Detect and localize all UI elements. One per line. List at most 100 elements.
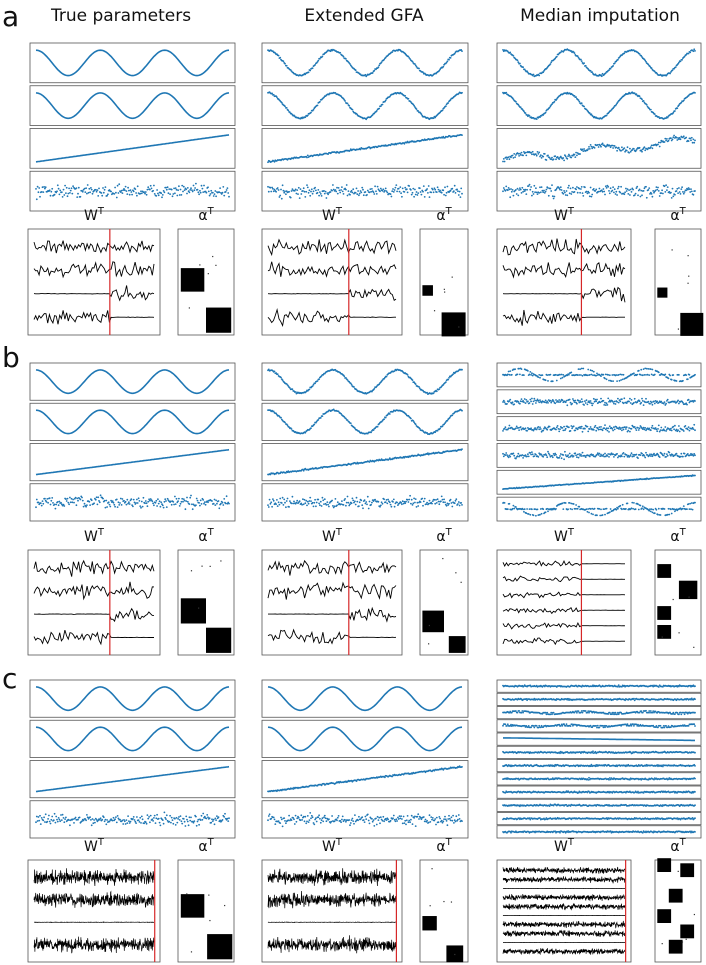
factor-b-0-3-point (76, 497, 79, 500)
alpha-label-b-0-sup: T (207, 527, 215, 538)
factor-a-0-3-point (53, 193, 56, 196)
factor-b-0-3-point (75, 504, 78, 507)
factor-a-1-3-point (339, 191, 342, 194)
factor-b-2-5-point (568, 502, 571, 504)
factor-a-2-2-point (620, 149, 622, 152)
alpha-b-2-block (657, 625, 672, 639)
factor-a-0-3-point (90, 187, 92, 189)
factor-b-2-1-point (588, 401, 591, 404)
factor-a-1-3-point (293, 189, 296, 192)
factor-b-2-0-point (587, 368, 590, 371)
factor-b-2-1-point (543, 401, 546, 404)
factor-b-0-3-point (174, 503, 177, 505)
factor-a-2-3-point (543, 189, 545, 192)
loadings-b-0-row (33, 559, 155, 577)
factor-a-0-3-point (207, 186, 209, 189)
factor-a-2-2-point (558, 158, 561, 161)
factor-b-1-1-point (451, 414, 454, 417)
factor-a-2-3-point (521, 186, 524, 189)
factor-b-2-0-point (619, 373, 622, 376)
factor-a-2-2-point (649, 146, 652, 149)
loadings-a-0-row (33, 240, 155, 254)
factor-b-2-5-point (569, 508, 572, 510)
factor-b-2-1-point (537, 399, 540, 402)
factor-b-2-5-point (542, 508, 545, 511)
factor-b-2-5-point (617, 507, 619, 510)
factor-b-2-2-point (587, 430, 590, 433)
factor-a-0-3-point (35, 198, 38, 201)
factor-a-0-3-point (185, 188, 188, 191)
factor-b-1-3-point (319, 504, 321, 507)
factor-b-1-3-point (267, 504, 269, 506)
alpha-a-1-block (441, 312, 466, 337)
factor-a-0-3-point (88, 187, 91, 190)
factor-a-2-0-point (649, 65, 651, 68)
factor-a-2-2-point (568, 153, 570, 156)
factor-a-1-3-point (319, 193, 322, 195)
factor-a-1-0-point (354, 69, 357, 72)
factor-a-2-3-point (547, 187, 549, 189)
factor-b-2-1-point (555, 399, 557, 401)
factor-b-2-3-point (613, 456, 615, 458)
factor-a-2-3-point (516, 187, 519, 190)
factor-a-1-1-point (384, 99, 387, 102)
factor-a-2-3-point (642, 190, 645, 192)
factor-b-1-3-point (336, 501, 339, 504)
factor-b-0-3-point (170, 500, 172, 503)
alpha-b-0-speck (198, 607, 200, 609)
factor-b-0-3-point (103, 499, 106, 502)
factor-b-2-0-point (620, 379, 622, 381)
loadings-a-1-row (267, 261, 397, 278)
factor-a-2-0-point (573, 52, 576, 54)
factor-b-1-3-point (436, 498, 439, 501)
factor-a-1-3-point (444, 194, 447, 197)
factor-a-2-0-point (687, 52, 690, 55)
factor-a-2-3-point (555, 188, 557, 191)
factor-b-2-1-point (678, 402, 680, 405)
factor-a-1-3-point (427, 185, 430, 187)
factor-b-0-3-point (69, 496, 71, 499)
factor-b-2-5-point (667, 507, 670, 510)
factor-b-2-3-point (641, 452, 643, 455)
factor-b-0-3-point (118, 504, 121, 506)
factor-b-1-3-point (451, 505, 454, 508)
factor-a-1-3-point (439, 189, 441, 192)
factor-a-1-3-point (347, 190, 350, 193)
factor-b-2-5-point (540, 512, 543, 515)
factor-b-0-3-point (195, 504, 197, 507)
factor-b-2-3-point (502, 452, 504, 455)
factor-a-2-0-point (679, 60, 682, 63)
factor-a-2-3-point (589, 186, 592, 189)
factor-b-1-3-point (440, 500, 442, 503)
factor-a-2-3-point (558, 187, 561, 190)
factor-a-1-0-point (349, 63, 351, 65)
factor-a-1-0-point (442, 65, 445, 68)
factor-a-1-1-point (388, 95, 391, 98)
factor-a-2-2-point (634, 150, 637, 153)
factor-a-2-2-point (589, 144, 592, 146)
factor-b-2-1-point (581, 400, 584, 403)
factor-b-1-3-point (340, 503, 342, 505)
factor-a-0-3-point (43, 186, 45, 188)
factor-b-0-3-point (204, 503, 207, 506)
factor-b-1-1-point (319, 417, 322, 419)
factor-b-1-1-point (383, 418, 385, 421)
factor-a-2-2-point (539, 155, 541, 158)
panel-label-b: b (2, 341, 20, 374)
factor-a-1-3-point (376, 185, 379, 188)
factor-a-1-3-point (267, 190, 270, 193)
factor-b-0-3-point (156, 505, 159, 507)
factor-a-2-2-point (570, 156, 573, 159)
factor-a-0-3-point (98, 187, 100, 190)
factor-b-0-3-point (217, 500, 220, 502)
factor-a-2-0-point (570, 50, 573, 52)
factor-a-1-3-point (372, 191, 375, 194)
factor-b-2-5-point (668, 513, 671, 516)
alpha-b-1-speck (442, 557, 444, 560)
factor-a-2-2-point (525, 154, 528, 157)
factor-a-2-0-point (647, 63, 650, 66)
factor-b-2-3-point (559, 453, 562, 455)
factor-c-0-3-point (44, 813, 47, 816)
factor-a-2-3-point (675, 190, 678, 192)
factor-a-2-2-point (608, 144, 611, 147)
